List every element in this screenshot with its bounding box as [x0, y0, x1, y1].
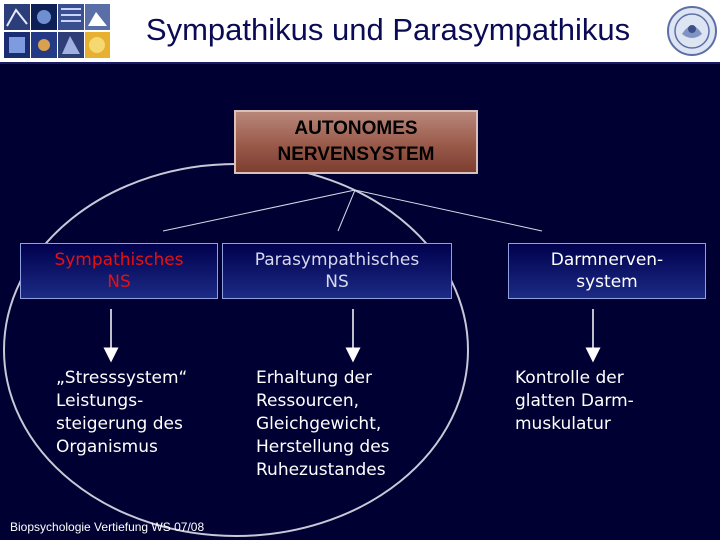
footer-course-label: Biopsychologie Vertiefung WS 07/08	[10, 520, 205, 534]
header-bar: Sympathikus und Parasympathikus	[0, 0, 720, 64]
parasympathetic-label-line2: NS	[325, 272, 349, 292]
description-line: Leistungs-	[56, 391, 144, 411]
description-line: Ruhezustandes	[256, 460, 386, 480]
description-line: Gleichgewicht,	[256, 414, 382, 434]
description-line: Erhaltung der	[256, 368, 372, 388]
root-label-line2: NERVENSYSTEM	[277, 144, 435, 165]
description-line: Organismus	[56, 437, 158, 457]
grouping-ellipse	[3, 163, 469, 537]
enteric-description: Kontrolle der glatten Darm- muskulatur	[515, 367, 634, 436]
enteric-label-line1: Darmnerven-	[550, 250, 664, 270]
description-line: „Stresssystem“	[56, 368, 188, 388]
image-collage-graphic	[4, 4, 110, 58]
sympathetic-ns-box: Sympathisches NS	[20, 243, 218, 299]
parasympathetic-description: Erhaltung der Ressourcen, Gleichgewicht,…	[256, 367, 390, 482]
description-line: muskulatur	[515, 414, 611, 434]
sympathetic-label-line1: Sympathisches	[54, 250, 184, 270]
autonomic-nervous-system-box: AUTONOMES NERVENSYSTEM	[234, 110, 478, 174]
header-image-collage	[4, 4, 110, 58]
description-line: Kontrolle der	[515, 368, 624, 388]
description-line: glatten Darm-	[515, 391, 634, 411]
parasympathetic-ns-box: Parasympathisches NS	[222, 243, 452, 299]
slide-title: Sympathikus und Parasympathikus	[145, 12, 631, 47]
university-seal-icon	[666, 4, 718, 58]
enteric-ns-box: Darmnerven- system	[508, 243, 706, 299]
parasympathetic-label-line1: Parasympathisches	[254, 250, 420, 270]
root-label-line1: AUTONOMES	[294, 118, 418, 139]
sympathetic-label-line2: NS	[107, 272, 131, 292]
description-line: Ressourcen,	[256, 391, 359, 411]
description-line: steigerung des	[56, 414, 183, 434]
description-line: Herstellung des	[256, 437, 390, 457]
branch-line-middle	[337, 189, 356, 232]
enteric-label-line2: system	[576, 272, 638, 292]
branch-line-left	[162, 189, 356, 232]
branch-line-right	[354, 189, 543, 232]
sympathetic-description: „Stresssystem“ Leistungs- steigerung des…	[56, 367, 187, 459]
